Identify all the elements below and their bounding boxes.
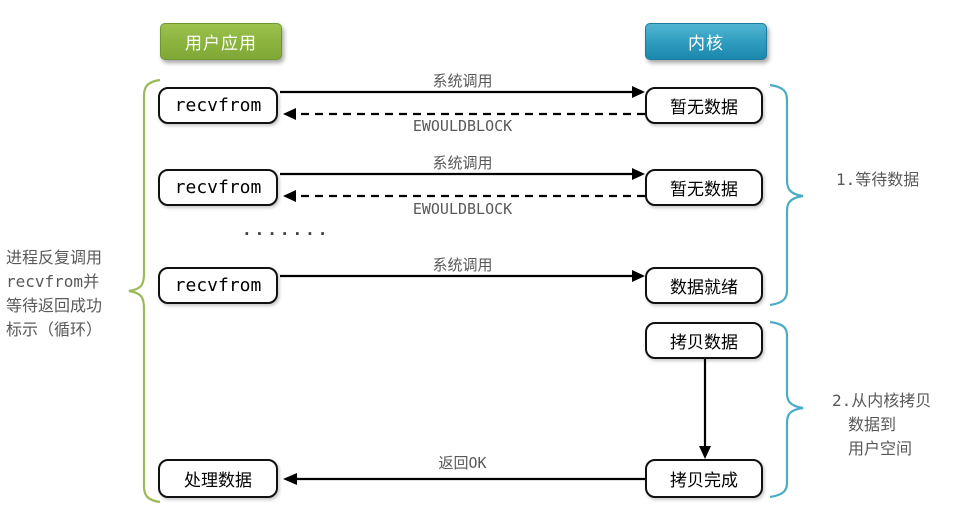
loop-brace: [128, 78, 161, 504]
process-data-box: 处理数据: [158, 459, 278, 498]
data-ready-box: 数据就绪: [645, 267, 763, 304]
syscall-label-2: 系统调用: [432, 154, 493, 172]
repeat-ellipsis: ·······: [242, 224, 331, 243]
syscall-arrowhead-2: [632, 168, 645, 180]
return-ok-arrowhead: [283, 473, 297, 485]
phase1-brace: [769, 83, 804, 307]
no-data-box-1: 暂无数据: [645, 87, 763, 124]
no-data-box-2: 暂无数据: [645, 169, 763, 206]
phase2-brace: [769, 320, 804, 499]
recvfrom-box-1: recvfrom: [158, 87, 278, 124]
copy-done-box: 拷贝完成: [645, 459, 763, 498]
syscall-arrowhead-1: [632, 86, 645, 98]
recvfrom-box-2: recvfrom: [158, 169, 278, 206]
syscall-arrowhead-3: [632, 270, 645, 282]
phase2-label: 2.从内核拷贝 数据到 用户空间: [832, 391, 932, 458]
user-app-header: 用户应用: [160, 23, 282, 60]
return-ok-label: 返回OK: [438, 454, 487, 472]
copy-arrowhead: [699, 446, 711, 459]
ewouldblock-arrowhead-2: [283, 190, 296, 202]
ewouldblock-arrowhead-1: [283, 108, 296, 120]
ewouldblock-label-2: EWOULDBLOCK: [412, 200, 513, 218]
syscall-label-3: 系统调用: [432, 256, 493, 274]
loop-note: 进程反复调用 recvfrom并 等待返回成功 标示（循环）: [6, 248, 103, 339]
ewouldblock-label-1: EWOULDBLOCK: [412, 117, 513, 135]
kernel-header: 内核: [645, 23, 767, 60]
recvfrom-box-3: recvfrom: [158, 267, 278, 304]
syscall-label-1: 系统调用: [432, 72, 493, 90]
phase1-label: 1.等待数据: [836, 170, 920, 189]
copy-data-box: 拷贝数据: [645, 322, 763, 359]
